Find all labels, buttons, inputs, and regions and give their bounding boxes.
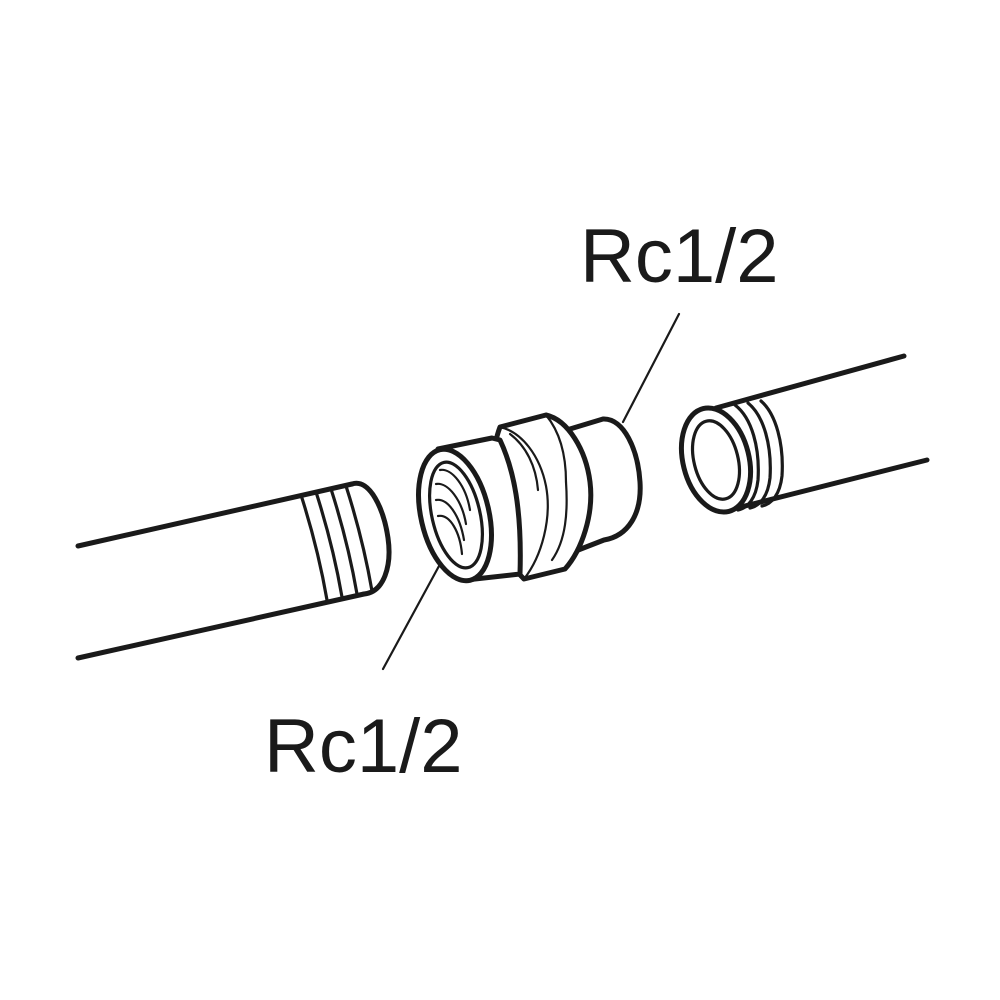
right-pipe-end	[679, 405, 753, 515]
top-leader-line	[621, 312, 681, 424]
top-thread-label: Rc1/2	[580, 214, 779, 299]
right-pipe-thread	[733, 399, 784, 512]
union-socket-opening	[416, 446, 494, 584]
left-pipe-thread	[299, 484, 374, 602]
right-pipe	[679, 353, 930, 515]
union-fitting	[416, 412, 643, 584]
bottom-thread-label: Rc1/2	[264, 704, 463, 789]
bottom-leader-line	[381, 564, 441, 671]
left-pipe	[75, 480, 392, 661]
left-pipe-end	[349, 480, 392, 597]
